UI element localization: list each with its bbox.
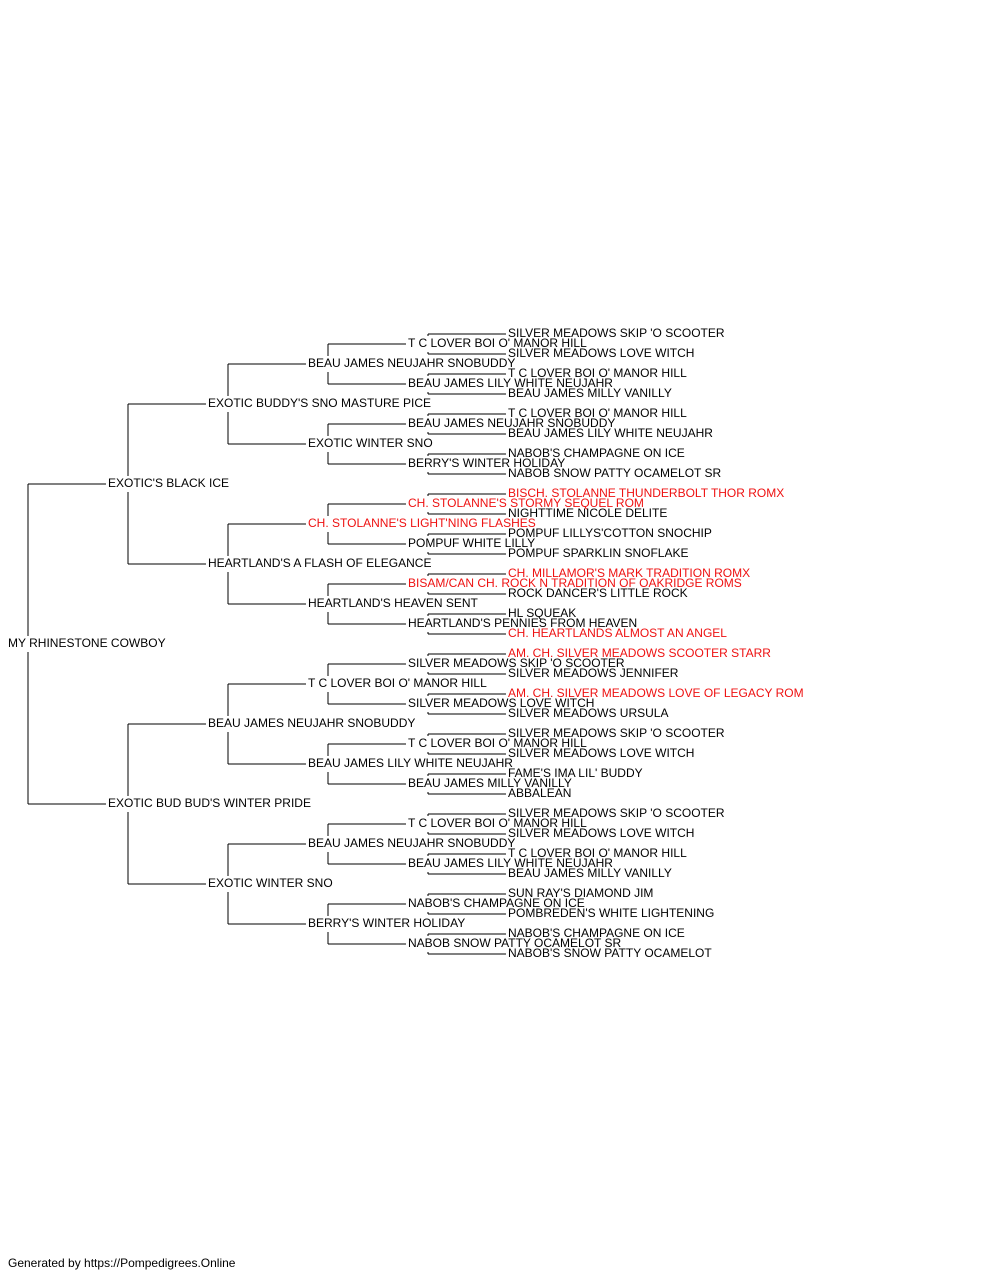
ancestor-name: BEAU JAMES LILY WHITE NEUJAHR (408, 856, 613, 870)
ancestor-name: SILVER MEADOWS SKIP 'O SCOOTER (508, 726, 725, 740)
ancestor-name: BEAU JAMES NEUJAHR SNOBUDDY (208, 716, 415, 730)
ancestor-name: NABOB SNOW PATTY OCAMELOT SR (408, 936, 621, 950)
ancestor-name: BISCH. STOLANNE THUNDERBOLT THOR ROMX (508, 486, 784, 500)
ancestor-name: T C LOVER BOI O' MANOR HILL (508, 846, 687, 860)
ancestor-name: SILVER MEADOWS LOVE WITCH (508, 746, 694, 760)
ancestor-name: CH. STOLANNE'S STORMY SEQUEL ROM (408, 496, 644, 510)
ancestor-name: SILVER MEADOWS SKIP 'O SCOOTER (508, 326, 725, 340)
ancestor-name: HEARTLAND'S HEAVEN SENT (308, 596, 479, 610)
ancestor-name: T C LOVER BOI O' MANOR HILL (308, 676, 487, 690)
ancestor-name: NABOB'S CHAMPAGNE ON ICE (508, 926, 685, 940)
ancestor-name: FAME'S IMA LIL' BUDDY (508, 766, 643, 780)
ancestor-name: AM. CH. SILVER MEADOWS LOVE OF LEGACY RO… (508, 686, 804, 700)
ancestor-name: POMBREDEN'S WHITE LIGHTENING (508, 906, 714, 920)
ancestor-name: EXOTIC BUDDY'S SNO MASTURE PICE (208, 396, 431, 410)
ancestor-name: EXOTIC WINTER SNO (308, 436, 433, 450)
ancestor-name: T C LOVER BOI O' MANOR HILL (408, 816, 587, 830)
ancestor-name: NABOB'S CHAMPAGNE ON ICE (408, 896, 585, 910)
subject-name: MY RHINESTONE COWBOY (8, 636, 166, 650)
ancestor-name: BEAU JAMES NEUJAHR SNOBUDDY (308, 836, 515, 850)
ancestor-name: NABOB'S SNOW PATTY OCAMELOT (508, 946, 712, 960)
ancestor-name: BISAM/CAN CH. ROCK N TRADITION OF OAKRID… (408, 576, 742, 590)
ancestor-name: T C LOVER BOI O' MANOR HILL (508, 366, 687, 380)
ancestor-name: BEAU JAMES LILY WHITE NEUJAHR (308, 756, 513, 770)
ancestor-name: POMPUF SPARKLIN SNOFLAKE (508, 546, 689, 560)
ancestor-name: EXOTIC BUD BUD'S WINTER PRIDE (108, 796, 311, 810)
ancestor-name: CH. MILLAMOR'S MARK TRADITION ROMX (508, 566, 750, 580)
ancestor-name: POMPUF LILLYS'COTTON SNOCHIP (508, 526, 712, 540)
ancestor-name: BERRY'S WINTER HOLIDAY (408, 456, 565, 470)
ancestor-name: SILVER MEADOWS JENNIFER (508, 666, 679, 680)
ancestor-name: CH. STOLANNE'S LIGHT'NING FLASHES (308, 516, 536, 530)
ancestor-name: SILVER MEADOWS LOVE WITCH (408, 696, 594, 710)
ancestor-name: AM. CH. SILVER MEADOWS SCOOTER STARR (508, 646, 771, 660)
ancestor-name: POMPUF WHITE LILLY (408, 536, 535, 550)
ancestor-name: CH. HEARTLANDS ALMOST AN ANGEL (508, 626, 727, 640)
ancestor-name: ROCK DANCER'S LITTLE ROCK (508, 586, 688, 600)
ancestor-name: SILVER MEADOWS URSULA (508, 706, 668, 720)
ancestor-name: HEARTLAND'S A FLASH OF ELEGANCE (208, 556, 431, 570)
ancestor-name: BEAU JAMES LILY WHITE NEUJAHR (508, 426, 713, 440)
ancestor-name: EXOTIC'S BLACK ICE (108, 476, 229, 490)
ancestor-name: BEAU JAMES MILLY VANILLY (408, 776, 572, 790)
ancestor-name: EXOTIC WINTER SNO (208, 876, 333, 890)
ancestor-name: BEAU JAMES NEUJAHR SNOBUDDY (308, 356, 515, 370)
ancestor-name: SILVER MEADOWS LOVE WITCH (508, 826, 694, 840)
ancestor-name: NABOB'S CHAMPAGNE ON ICE (508, 446, 685, 460)
ancestor-name: SILVER MEADOWS SKIP 'O SCOOTER (508, 806, 725, 820)
ancestor-name: ABBALEAN (508, 786, 571, 800)
ancestor-name: BEAU JAMES LILY WHITE NEUJAHR (408, 376, 613, 390)
ancestor-name: SUN RAY'S DIAMOND JIM (508, 886, 653, 900)
ancestor-name: BEAU JAMES NEUJAHR SNOBUDDY (408, 416, 615, 430)
ancestor-name: SILVER MEADOWS LOVE WITCH (508, 346, 694, 360)
ancestor-name: HL SQUEAK (508, 606, 576, 620)
ancestor-name: BEAU JAMES MILLY VANILLY (508, 386, 672, 400)
footer-credit: Generated by https://Pompedigrees.Online (8, 1256, 236, 1270)
ancestor-name: T C LOVER BOI O' MANOR HILL (408, 736, 587, 750)
ancestor-name: T C LOVER BOI O' MANOR HILL (408, 336, 587, 350)
ancestor-name: BERRY'S WINTER HOLIDAY (308, 916, 465, 930)
ancestor-name: T C LOVER BOI O' MANOR HILL (508, 406, 687, 420)
ancestor-name: NABOB SNOW PATTY OCAMELOT SR (508, 466, 721, 480)
ancestor-name: SILVER MEADOWS SKIP 'O SCOOTER (408, 656, 625, 670)
ancestor-name: BEAU JAMES MILLY VANILLY (508, 866, 672, 880)
ancestor-name: NIGHTTIME NICOLE DELITE (508, 506, 667, 520)
ancestor-name: HEARTLAND'S PENNIES FROM HEAVEN (408, 616, 637, 630)
